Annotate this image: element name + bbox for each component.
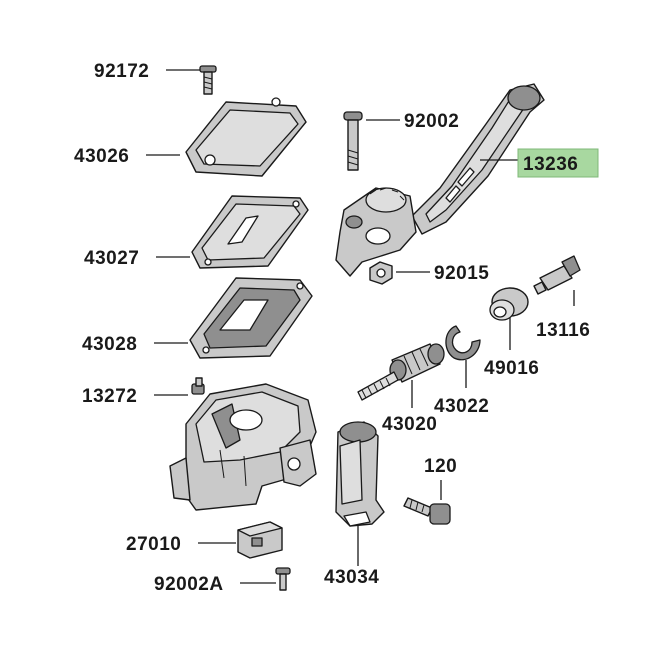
label-43020: 43020 <box>382 414 437 435</box>
leader-lines <box>146 69 575 584</box>
label-13116: 13116 <box>536 320 590 341</box>
label-27010: 27010 <box>126 534 181 555</box>
part-13116-pin <box>533 255 581 295</box>
part-43028-diaphragm <box>189 277 313 359</box>
part-92015-nut <box>369 261 393 285</box>
part-92002A-screw <box>275 567 291 591</box>
part-27010-switch <box>237 521 283 559</box>
label-43034: 43034 <box>324 567 379 588</box>
label-92002A: 92002A <box>154 574 224 595</box>
label-43028: 43028 <box>82 334 137 355</box>
part-43034-clamp <box>335 421 385 527</box>
label-92002: 92002 <box>404 111 459 132</box>
label-92172: 92172 <box>94 61 149 82</box>
part-92172-screw <box>199 65 217 95</box>
label-13236: 13236 <box>523 154 578 175</box>
part-13272-bleeder <box>191 377 205 395</box>
part-43022-circlip <box>445 325 481 361</box>
label-43022: 43022 <box>434 396 489 417</box>
part-120-bolt <box>403 497 451 525</box>
part-49016-boot <box>489 287 529 321</box>
label-43026: 43026 <box>74 146 129 167</box>
part-43027-diaphragm-plate <box>191 195 309 269</box>
part-13236-lever <box>335 83 545 277</box>
master-cylinder-body <box>169 383 317 511</box>
label-43027: 43027 <box>84 248 139 269</box>
part-92002-pivot-bolt <box>343 111 363 171</box>
part-43026-reservoir-cap <box>185 97 307 177</box>
label-120: 120 <box>424 456 457 477</box>
label-49016: 49016 <box>484 358 539 379</box>
label-92015: 92015 <box>434 263 489 284</box>
part-43020-piston-assembly <box>357 343 445 401</box>
label-13236-highlight-box <box>517 148 599 178</box>
label-13236-highlighted: 13236 <box>517 148 599 178</box>
label-13272: 13272 <box>82 386 137 407</box>
